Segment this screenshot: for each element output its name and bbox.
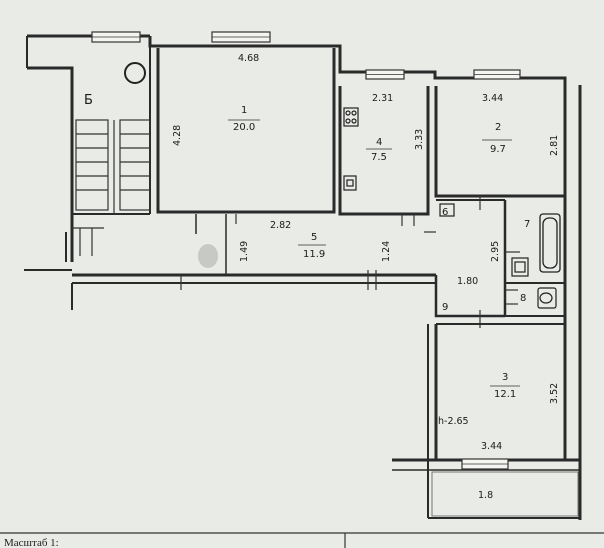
kitchen-sink-icon [343,175,357,191]
dim-room3-height: 3.52 [549,383,560,404]
bathtub-icon [539,213,561,273]
doors [72,196,520,328]
dim-room1-bottom: 2.82 [270,220,291,231]
room-2-number: 2 [495,122,501,133]
dim-balcony: 1.8 [478,490,493,501]
corridor-mark [198,244,218,268]
room-5-area: 11.9 [303,249,325,260]
room-4-area: 7.5 [371,152,387,163]
dim-room2-width: 3.44 [482,93,503,104]
toilet-icon [537,287,557,309]
dim-bath-height: 2.95 [490,241,501,262]
room-1-number: 1 [241,105,247,116]
stove-icon [343,107,359,127]
dim-room1-height: 4.28 [172,125,183,146]
dim-corridor-right: 1.24 [381,241,392,262]
room-2-area: 9.7 [490,144,506,155]
room-4-number: 4 [376,137,382,148]
room-3-area: 12.1 [494,389,516,400]
room-9-number: 9 [442,302,448,313]
dim-corridor-height: 1.49 [239,241,250,262]
dim-hall-width: 1.80 [457,276,478,287]
stair-label: Б [84,93,93,108]
ceiling-height-label: h-2.65 [438,416,469,427]
dim-room4-height: 3.33 [414,129,425,150]
room-8-number: 8 [520,293,526,304]
shaft-circle-icon [124,62,146,84]
room-3-number: 3 [502,372,508,383]
hall-sink-icon [439,203,455,217]
balcony [431,471,579,517]
room-1-area: 20.0 [233,122,255,133]
dim-room2-height: 2.81 [549,135,560,156]
scale-label: Масштаб 1: [4,537,59,548]
windows [91,31,521,470]
dim-room3-width: 3.44 [481,441,502,452]
room-5-number: 5 [311,232,317,243]
staircase [75,119,151,214]
dim-room1-width: 4.68 [238,53,259,64]
room-6-number: 6 [442,207,448,218]
dim-room4-width: 2.31 [372,93,393,104]
room-7-number: 7 [524,219,530,230]
washbasin-icon [511,257,529,277]
